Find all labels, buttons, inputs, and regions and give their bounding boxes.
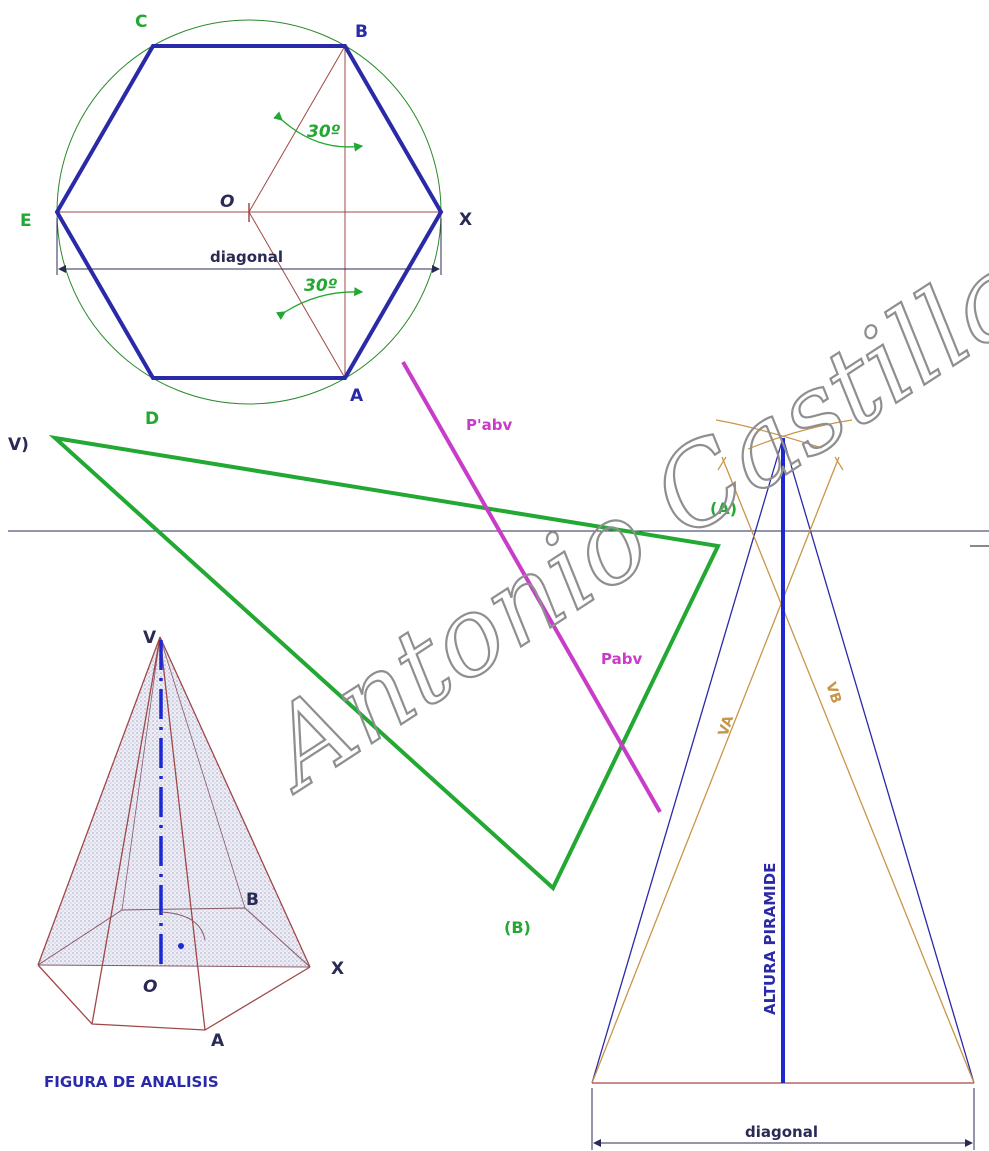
label-b-paren: (B) <box>504 918 531 937</box>
vb-cap <box>717 456 727 471</box>
diagonal-label-top: diagonal <box>210 248 283 266</box>
pyramid-base-shade <box>38 908 310 967</box>
analysis-label-a: A <box>211 1031 225 1051</box>
analysis-label-b: B <box>246 890 259 910</box>
label-o: O <box>220 192 234 212</box>
lateral-edge-d <box>91 636 161 1025</box>
label-p-prime-abv: P'abv <box>466 416 512 434</box>
magenta-plane-line <box>401 361 662 813</box>
label-d: D <box>145 409 159 429</box>
hidden-edge-2 <box>159 636 246 909</box>
apex-arc-right <box>747 419 853 450</box>
pyramid-left-edge <box>591 437 784 1084</box>
visible-base-edges <box>37 964 311 1031</box>
diagonal-label-bottom: diagonal <box>745 1123 818 1141</box>
green-triangle <box>48 434 721 892</box>
angle-arc-bottom <box>275 287 364 321</box>
hexagon-outline <box>54 44 444 380</box>
apex-arc-left <box>715 419 823 449</box>
lateral-edge-x <box>159 636 311 968</box>
altura-piramide-label: ALTURA PIRAMIDE <box>761 863 779 1015</box>
analysis-label-o: O <box>143 977 157 997</box>
pyramid-height-construction: ALTURA PIRAMIDE VA VB diagonal <box>591 419 975 1150</box>
label-vb: VB <box>822 680 844 705</box>
lateral-edge-e <box>37 636 161 966</box>
true-length-vb <box>721 456 975 1084</box>
analysis-label-v: V <box>143 628 157 648</box>
lateral-edge-a <box>159 636 206 1031</box>
hidden-edge-1 <box>121 636 161 911</box>
figura-de-analisis-caption: FIGURA DE ANALISIS <box>44 1073 219 1091</box>
hidden-base-edges <box>37 907 311 968</box>
pyramid-shaded-face <box>38 637 310 967</box>
label-p-abv: Pabv <box>601 650 642 668</box>
true-length-va <box>591 456 840 1084</box>
va-cap <box>834 456 844 471</box>
label-c: C <box>135 12 147 32</box>
label-a-paren: (A) <box>710 499 737 518</box>
base-diagonal <box>37 964 311 968</box>
right-angle-dot <box>178 943 184 949</box>
label-e: E <box>20 211 32 231</box>
hexagon-figure: C B E X O A D 30º 30º diagonal <box>20 12 472 429</box>
label-a: A <box>350 386 364 406</box>
analysis-figure: V B O X A FIGURA DE ANALISIS <box>37 628 344 1091</box>
label-x: X <box>459 210 472 230</box>
angle-label-bottom: 30º <box>304 276 338 296</box>
label-v-triangle: V) <box>8 435 29 455</box>
label-b: B <box>355 22 368 42</box>
angle-label-top: 30º <box>307 122 341 142</box>
right-angle-arc <box>160 911 206 941</box>
label-va: VA <box>716 713 738 738</box>
pyramid-right-edge <box>782 437 975 1084</box>
angle-arc-top <box>273 111 364 152</box>
true-length-construction: V) (A) (B) P'abv Pabv <box>8 361 989 937</box>
analysis-label-x: X <box>331 959 344 979</box>
